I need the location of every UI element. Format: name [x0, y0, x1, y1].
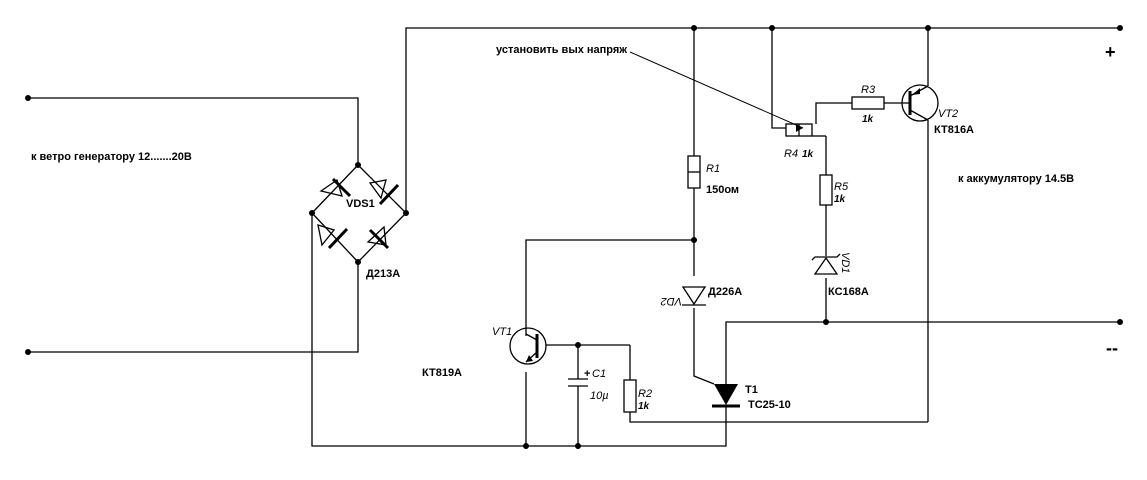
minus-terminal-label: --: [1106, 338, 1118, 358]
plus-terminal-label: +: [1105, 42, 1116, 62]
adjust-voltage-note: установить вых напряж: [496, 44, 627, 56]
plus-rail: [405, 27, 1120, 213]
vt1-type-label: КТ819А: [422, 367, 462, 379]
bridge-edge: [311, 164, 359, 214]
vd1-type-label: КС168А: [828, 286, 869, 298]
c1-ref-label: C1: [592, 368, 606, 380]
resistor-r3: [851, 96, 885, 110]
vd2-to-gate-wire: [693, 308, 715, 385]
zener-cathode-bar: [811, 253, 841, 261]
capacitor-c1: [568, 378, 588, 387]
junction-dot: [1117, 25, 1123, 31]
junction-dot: [691, 237, 697, 243]
diode-cathode-bar: [378, 183, 400, 206]
c1-polarity-label: +: [584, 368, 590, 380]
r3-value-label: 1k: [862, 114, 874, 125]
trimmer-r4: [785, 123, 813, 137]
generator-wire-bottom: [28, 262, 359, 353]
wires: [28, 27, 1120, 447]
bridge-edge: [311, 212, 359, 263]
r3-ref-label: R3: [861, 84, 876, 96]
vd2-type-label: Д226А: [708, 286, 742, 298]
bridge-rectifier-vds1: [311, 164, 407, 263]
c1-value-label: 10µ: [590, 390, 609, 402]
junction-dot: [1117, 319, 1123, 325]
bridge-edge: [357, 212, 407, 263]
vt2-ref-label: VT2: [938, 108, 958, 120]
diode-cathode-bar: [368, 228, 390, 250]
generator-wire-top: [28, 97, 359, 165]
adjust-leader-line: [629, 51, 804, 129]
junction-dot: [691, 25, 697, 31]
minus-rail: [725, 321, 1120, 384]
vt2-type-label: КТ816А: [934, 124, 974, 136]
junction-dot: [25, 95, 31, 101]
vds1-ref-label: VDS1: [346, 198, 375, 210]
diode-vd2: [681, 286, 707, 306]
r2-ref-label: R2: [638, 388, 652, 400]
thyristor-body: [714, 384, 738, 405]
vd2-ref-label: VD2: [661, 295, 682, 307]
vt1-collector-wire: [525, 239, 694, 336]
diode-symbol: [317, 224, 336, 247]
diode-cathode-bar: [331, 177, 352, 198]
vds1-type-label: Д213А: [366, 268, 400, 280]
r1-ref-label: R1: [706, 163, 720, 175]
r2-wire-bottom: [629, 412, 928, 423]
junction-dot: [575, 443, 581, 449]
bridge-edge: [357, 164, 407, 214]
transistor-body: [509, 327, 547, 365]
thyristor-t1: [712, 384, 740, 418]
r5-value-label: 1k: [834, 194, 846, 205]
transistor-body: [901, 84, 939, 122]
junction-dot: [25, 349, 31, 355]
ground-return-wire: [311, 213, 727, 447]
r4-ref-label: R4: [784, 148, 798, 160]
transistor-vt1: [509, 327, 547, 365]
vd1-ref-label: VD1: [839, 252, 851, 273]
transistor-collector: [909, 109, 929, 121]
vt1-ref-label: VT1: [492, 326, 512, 338]
resistor-r2: [623, 379, 637, 413]
junction-dot: [769, 25, 775, 31]
zener-vd1: [811, 253, 841, 275]
generator-label: к ветро генератору 12.......20В: [31, 151, 192, 163]
r4-feed-wire: [771, 28, 786, 129]
transistor-collector: [525, 333, 538, 341]
r2-value-label: 1k: [638, 401, 650, 412]
battery-label: к аккумулятору 14.5В: [958, 173, 1074, 185]
transistor-vt2: [901, 84, 939, 122]
diode-cathode-bar: [327, 227, 349, 250]
junction-dot: [925, 25, 931, 31]
r1-value-label: 150ом: [706, 184, 739, 196]
transistor-emitter-arrow: [526, 355, 533, 362]
resistor-r5: [819, 174, 833, 206]
diode-symbol: [319, 178, 343, 197]
transistor-emitter-arrow: [912, 88, 920, 95]
zener-symbol: [813, 256, 839, 275]
junction-dot: [575, 342, 581, 348]
r4-value-label: 1k: [802, 149, 814, 160]
t1-type-label: ТС25-10: [748, 399, 791, 411]
r3-wire-left: [815, 102, 852, 124]
trimmer-wiper-arrow: [796, 124, 803, 132]
diode-symbol: [681, 286, 707, 306]
junction-dot: [523, 443, 529, 449]
diode-symbol: [368, 179, 387, 200]
r5-ref-label: R5: [834, 181, 849, 193]
t1-ref-label: T1: [745, 384, 758, 396]
junction-dot: [823, 319, 829, 325]
